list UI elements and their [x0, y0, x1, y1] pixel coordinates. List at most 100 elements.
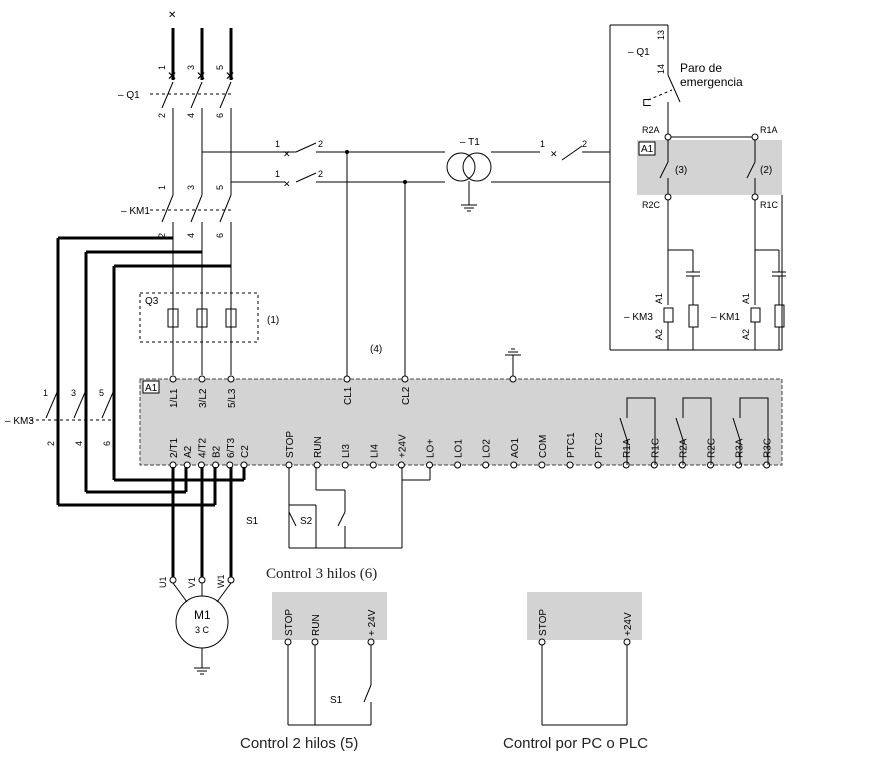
- svg-text:W1: W1: [216, 575, 226, 589]
- motor-label: M1: [194, 608, 211, 622]
- svg-text:6: 6: [102, 441, 112, 446]
- svg-text:✕: ✕: [283, 179, 291, 189]
- control-terminal-label: LO2: [482, 439, 493, 458]
- km1-label: – KM1: [121, 206, 150, 217]
- motor-terminal-label: B2: [212, 445, 223, 458]
- note-4: (4): [370, 344, 382, 355]
- svg-text:2: 2: [46, 441, 56, 446]
- svg-text:R2C: R2C: [642, 200, 661, 210]
- svg-text:✕: ✕: [225, 69, 235, 83]
- note-1: (1): [267, 315, 279, 326]
- control-terminal: [678, 461, 686, 469]
- contactor-km3: – KM3 1 3 5 2 4 6: [5, 388, 115, 446]
- svg-text:6: 6: [215, 233, 225, 238]
- control-terminal-label: R1A: [622, 438, 633, 458]
- caption-three-wire: Control 3 hilos (6): [266, 566, 377, 582]
- svg-text:2: 2: [318, 169, 323, 179]
- svg-text:A1: A1: [654, 293, 664, 304]
- svg-text:3: 3: [186, 65, 196, 70]
- svg-text:3: 3: [186, 185, 196, 190]
- control-terminal-label: R2A: [678, 438, 689, 458]
- svg-text:✕: ✕: [167, 69, 177, 83]
- svg-text:R2A: R2A: [642, 125, 660, 135]
- coil-km1: [750, 307, 761, 323]
- svg-text:1/L1: 1/L1: [169, 388, 180, 408]
- svg-text:5: 5: [215, 185, 225, 190]
- q1-label: – Q1: [118, 90, 140, 101]
- svg-text:4: 4: [74, 441, 84, 446]
- svg-text:R1C: R1C: [760, 200, 779, 210]
- svg-text:5: 5: [215, 65, 225, 70]
- svg-text:V1: V1: [187, 577, 197, 588]
- motor-wiring: U1 V1 W1 M1 3 C: [158, 467, 246, 675]
- control-terminal: [622, 461, 630, 469]
- svg-text:2: 2: [157, 233, 167, 238]
- emergency-circuit: ⊏ 13 14 – Q1 Paro de emergencia A1 (3) (…: [609, 24, 786, 351]
- relay-a1-label: A1: [641, 144, 654, 155]
- svg-text:✕: ✕: [550, 149, 558, 159]
- svg-text:CL1: CL1: [343, 386, 354, 405]
- control-terminal-label: LI3: [341, 444, 352, 458]
- control-terminal: [650, 461, 658, 469]
- control-terminal-label: +24V: [397, 434, 408, 458]
- s1-label: S1: [246, 516, 259, 527]
- three-wire-control: S1 S2 Control 3 hilos (6): [246, 467, 431, 582]
- svg-text:4: 4: [186, 113, 196, 118]
- control-terminal: [397, 461, 405, 469]
- svg-text:+24V: +24V: [623, 612, 634, 636]
- svg-text:2: 2: [157, 113, 167, 118]
- svg-text:1: 1: [275, 169, 280, 179]
- svg-text:A2: A2: [654, 329, 664, 340]
- motor-terminal-label: 4/T2: [197, 438, 208, 458]
- svg-text:CL2: CL2: [401, 386, 412, 405]
- control-terminal: [566, 461, 574, 469]
- s2-label: S2: [300, 516, 313, 527]
- motor-m1: [175, 595, 229, 649]
- emergency-label-1: Paro de: [680, 61, 722, 75]
- control-terminal-label: AO1: [510, 438, 521, 458]
- emergency-label-2: emergencia: [680, 75, 743, 89]
- svg-text:1: 1: [275, 139, 280, 149]
- s1-two-wire-label: S1: [330, 695, 343, 706]
- control-terminal-label: PTC1: [566, 432, 577, 458]
- note-3: (3): [675, 165, 687, 176]
- svg-text:1: 1: [43, 388, 48, 398]
- two-wire-control: STOP RUN + 24V S1 Control 2 hilos (5): [240, 592, 387, 752]
- km3-coil-label: – KM3: [624, 312, 653, 323]
- q1-right-label: – Q1: [628, 47, 650, 58]
- svg-text:✕: ✕: [283, 149, 291, 159]
- q1-x-mark: ✕: [168, 10, 176, 21]
- control-terminal-label: PTC2: [594, 432, 605, 458]
- note-2: (2): [760, 165, 772, 176]
- control-terminal-label: R1C: [650, 438, 661, 458]
- motor-sub-label: 3 C: [195, 625, 210, 635]
- supply-tap-circuit: ✕ ✕ 1 2 1 2 (4): [202, 139, 445, 377]
- control-terminal-label: LO+: [426, 439, 437, 458]
- motor-terminal-label: 2/T1: [169, 438, 180, 458]
- svg-text:+ 24V: + 24V: [367, 609, 378, 636]
- svg-text:13: 13: [656, 30, 666, 40]
- control-terminal-label: R2C: [707, 438, 718, 458]
- svg-text:STOP: STOP: [284, 609, 295, 636]
- t1-label: – T1: [460, 137, 480, 148]
- svg-text:3/L2: 3/L2: [198, 388, 209, 408]
- svg-text:5: 5: [99, 388, 104, 398]
- svg-text:2: 2: [318, 139, 323, 149]
- svg-text:3: 3: [71, 388, 76, 398]
- coil-km3: [663, 307, 674, 323]
- svg-text:4: 4: [186, 233, 196, 238]
- control-terminal: [594, 461, 602, 469]
- svg-text:RUN: RUN: [311, 614, 322, 636]
- control-terminal: [763, 461, 771, 469]
- svg-text:A1: A1: [741, 293, 751, 304]
- svg-text:1: 1: [157, 65, 167, 70]
- control-terminal-label: RUN: [313, 436, 324, 458]
- control-terminal-label: LO1: [454, 439, 465, 458]
- km3-label: – KM3: [5, 416, 34, 427]
- svg-text:2: 2: [582, 139, 587, 149]
- control-terminal-label: COM: [538, 435, 549, 458]
- svg-text:✕: ✕: [196, 69, 206, 83]
